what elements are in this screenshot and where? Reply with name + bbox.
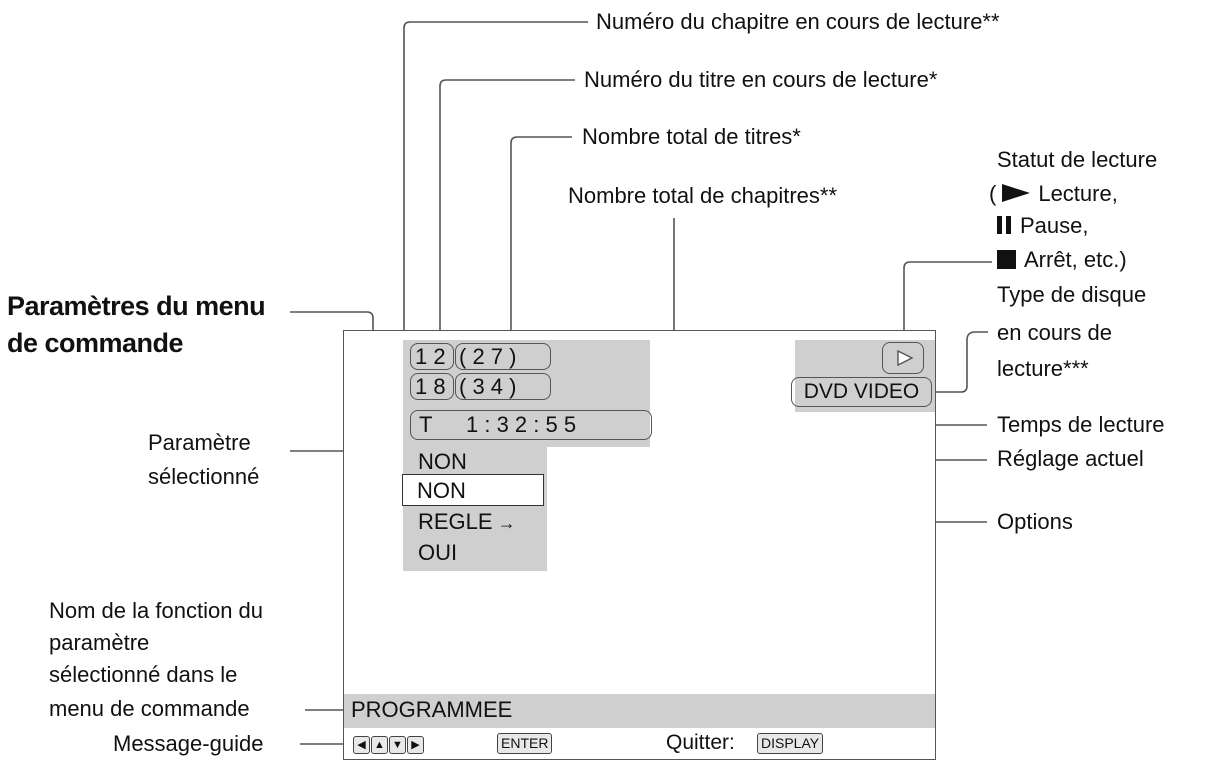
right-arrow-icon: ▶ <box>407 736 424 754</box>
label-play-time: Temps de lecture <box>997 412 1165 437</box>
status-indicator <box>882 342 924 374</box>
label-selected-l1: Paramètre <box>148 430 251 455</box>
label-selected-l2: sélectionné <box>148 464 260 489</box>
label-disc-l1: Type de disque <box>997 282 1147 307</box>
leader-total-titles <box>510 136 572 346</box>
leader-disc-type <box>932 331 988 393</box>
osd-screen <box>343 330 936 760</box>
play-time-box: T 1 : 3 2 : 5 5 <box>410 410 652 440</box>
label-disc-l2: en cours de <box>997 320 1112 345</box>
label-total-titles: Nombre total de titres* <box>582 124 801 149</box>
label-status-l2: Lecture, <box>1038 181 1118 206</box>
label-menu-items-l1: Paramètres du menu <box>7 291 266 321</box>
label-status-l2-wrap: (Lecture, <box>989 181 1118 206</box>
enter-key: ENTER <box>497 733 553 754</box>
chapter-number: 1 2 <box>410 343 454 370</box>
title-total: ( 3 4 ) <box>455 373 551 400</box>
display-key: DISPLAY <box>757 733 824 754</box>
label-total-chapters: Nombre total de chapitres** <box>568 183 838 208</box>
chapter-total: ( 2 7 ) <box>455 343 551 370</box>
option-1: NON <box>417 478 466 503</box>
status-panel <box>795 340 935 412</box>
label-status-l1: Statut de lecture <box>997 147 1158 172</box>
play-icon <box>1002 184 1030 202</box>
option-3[interactable]: OUI <box>418 540 458 565</box>
current-setting: NON <box>418 449 467 474</box>
label-chapter-number: Numéro du chapitre en cours de lecture** <box>596 9 1000 34</box>
left-arrow-icon: ◀ <box>353 736 370 754</box>
label-status-l3: Pause, <box>1020 213 1089 238</box>
label-menu-items-l2: de commande <box>7 328 184 358</box>
option-highlight[interactable]: NON <box>402 474 544 506</box>
function-bar <box>344 694 935 728</box>
leader-title-number <box>439 79 575 346</box>
leader-menu-items <box>290 311 374 338</box>
options-panel <box>403 447 547 571</box>
quit-label: Quitter: <box>666 731 735 754</box>
option-2-wrap[interactable]: REGLE → <box>418 509 516 535</box>
stop-icon <box>997 250 1016 269</box>
label-title-number: Numéro du titre en cours de lecture* <box>584 67 938 92</box>
leader-chapter-number <box>403 21 588 346</box>
label-guide: Message-guide <box>113 731 264 756</box>
label-disc-l3: lecture*** <box>997 356 1089 381</box>
up-arrow-icon: ▲ <box>371 736 388 754</box>
pause-icon <box>997 216 1002 234</box>
option-2: REGLE <box>418 509 493 534</box>
label-options: Options <box>997 509 1073 534</box>
arrow-keys: ◀▲▼▶ <box>353 735 425 754</box>
info-panel <box>403 340 650 447</box>
time-prefix: T <box>419 412 433 437</box>
leader-playback-status <box>903 261 992 346</box>
down-arrow-icon: ▼ <box>389 736 406 754</box>
play-time: 1 : 3 2 : 5 5 <box>466 412 577 437</box>
arrow-right-icon: → <box>492 513 516 533</box>
label-func-l2: paramètre <box>49 630 150 655</box>
label-func-l3: sélectionné dans le <box>49 662 238 687</box>
label-func-l4: menu de commande <box>49 696 250 721</box>
title-number: 1 8 <box>410 373 454 400</box>
function-name: PROGRAMMEE <box>351 697 513 722</box>
label-status-l4: Arrêt, etc.) <box>1024 247 1127 272</box>
label-current-setting: Réglage actuel <box>997 446 1144 471</box>
label-func-l1: Nom de la fonction du <box>49 598 264 623</box>
disc-type: DVD VIDEO <box>791 377 932 407</box>
